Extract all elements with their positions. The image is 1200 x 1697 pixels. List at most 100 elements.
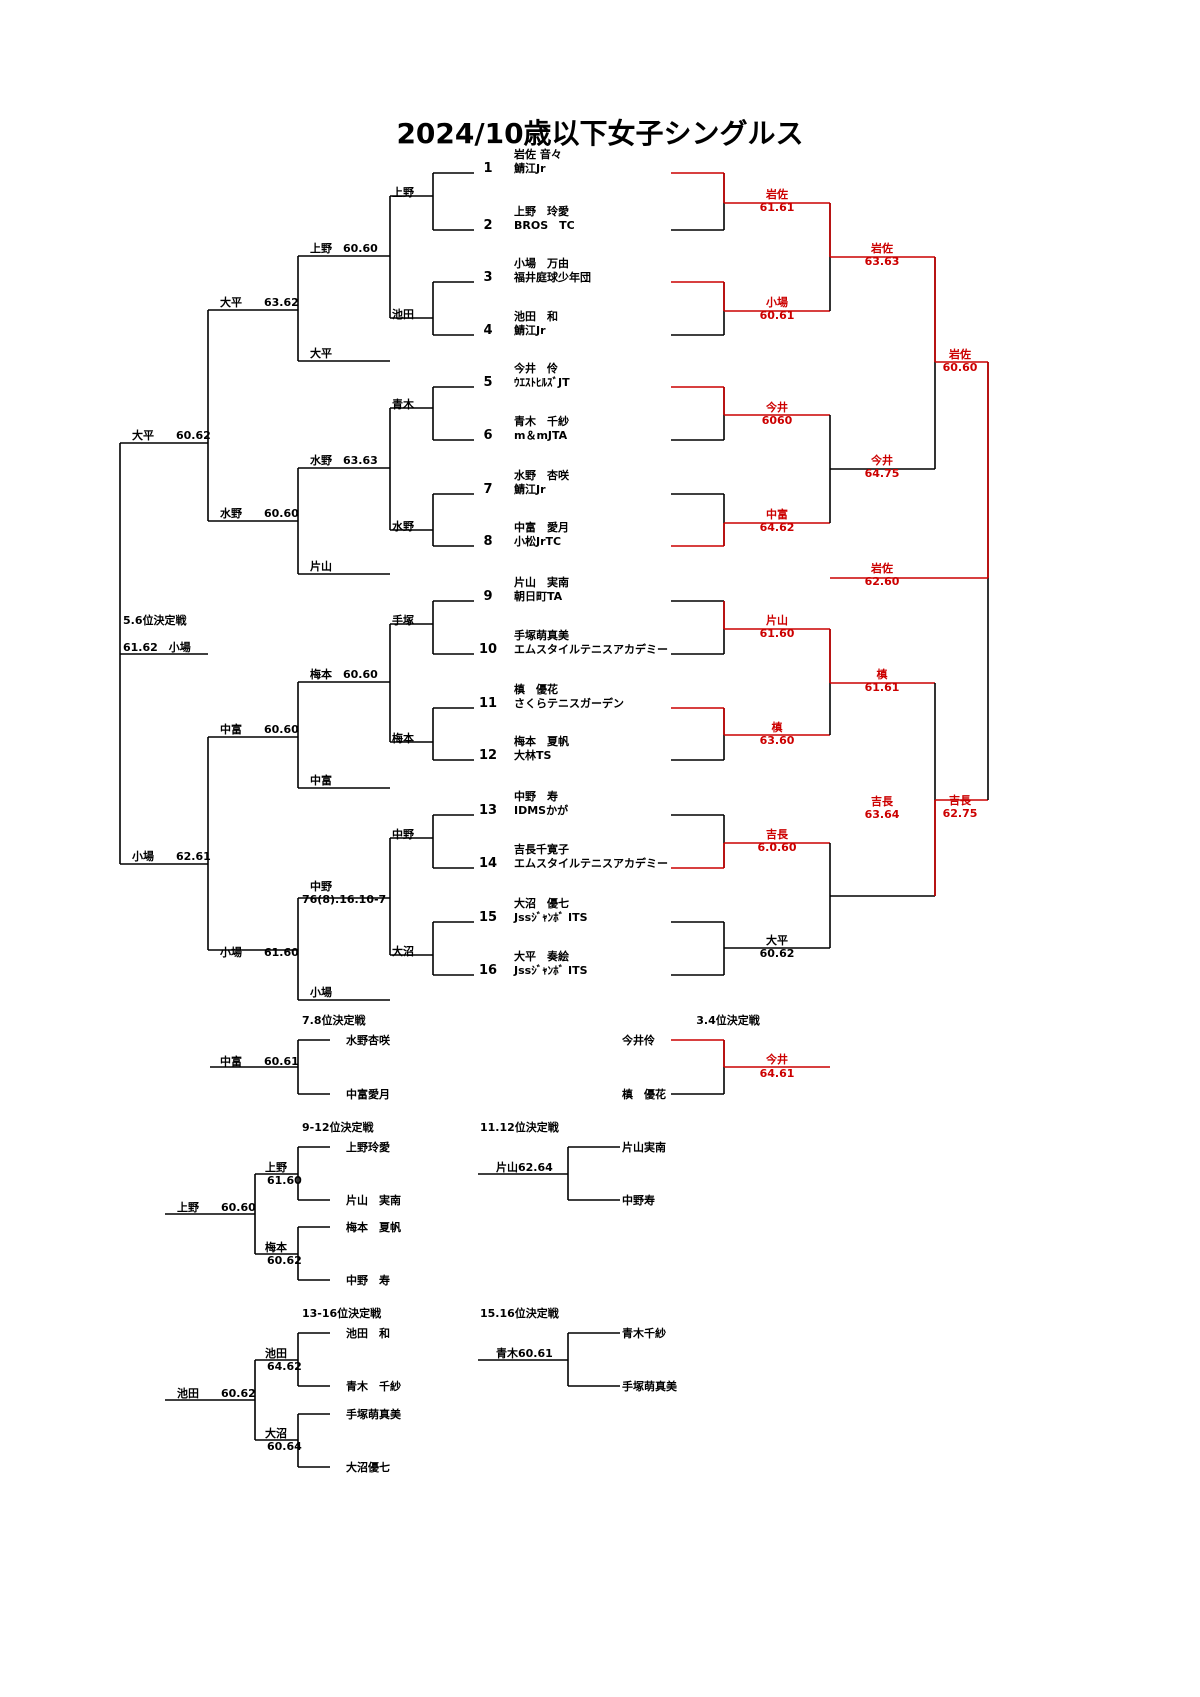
seed-number: 2 — [483, 218, 492, 233]
playoff-label: 池田 和 — [346, 1326, 390, 1340]
player-name: 梅本 夏帆 — [514, 734, 569, 748]
right-bracket-label: 岩佐 — [948, 347, 971, 361]
playoff-label: 上野玲愛 — [346, 1140, 390, 1154]
playoff-label: 中富愛月 — [346, 1087, 390, 1101]
left-bracket-label: 梅本 60.60 — [310, 667, 378, 681]
right-bracket-label: 61.60 — [760, 627, 795, 640]
seed-number: 16 — [479, 963, 497, 978]
player-club: 福井庭球少年団 — [513, 270, 591, 284]
right-bracket-label: 岩佐 — [870, 241, 893, 255]
right-bracket-label: 吉長 — [871, 794, 894, 808]
player-club: BROS TC — [514, 219, 575, 232]
right-bracket-label: 大平 — [766, 933, 788, 947]
playoff-label: 13-16位決定戦 — [302, 1306, 382, 1320]
seed-number: 12 — [479, 748, 497, 763]
right-bracket-label: 62.60 — [865, 575, 900, 588]
playoff-label: 青木 千紗 — [346, 1379, 401, 1393]
player-club: 鯖江Jr — [513, 323, 546, 337]
left-bracket-label: 上野 60.60 — [310, 241, 378, 255]
left-bracket-label: 小場 61.60 — [219, 945, 299, 959]
right-bracket-label: 64.75 — [865, 467, 900, 480]
left-bracket-label: 片山 — [310, 559, 332, 573]
left-bracket-label: 中富 60.60 — [220, 722, 299, 736]
playoff-label: 青木60.61 — [496, 1346, 553, 1360]
player-club: 小松JrTC — [513, 534, 561, 548]
seed-number: 5 — [483, 375, 492, 390]
player-name: 片山 実南 — [514, 575, 569, 589]
left-bracket-label: 76(8).16.10-7 — [302, 893, 386, 906]
right-bracket-label: 60.60 — [943, 361, 978, 374]
player-name: 岩佐 音々 — [513, 147, 562, 161]
left-bracket-label: 小場 62.61 — [131, 849, 211, 863]
playoff-label: 片山実南 — [622, 1140, 666, 1154]
right-bracket-label: 61.61 — [760, 201, 795, 214]
playoff-label: 3.4位決定戦 — [696, 1013, 760, 1027]
left-bracket-label: 大平 60.62 — [132, 428, 211, 442]
right-bracket-label: 6.0.60 — [758, 841, 797, 854]
playoff-label: 15.16位決定戦 — [480, 1306, 560, 1320]
player-club: m＆mJTA — [514, 429, 568, 442]
right-bracket-label: 小場 — [765, 295, 788, 309]
seed-number: 8 — [483, 534, 492, 549]
left-bracket-label: 大沼 — [392, 944, 414, 958]
playoff-label: 今井伶 — [621, 1033, 655, 1047]
playoff-label: 梅本 夏帆 — [346, 1220, 401, 1234]
left-bracket-label: 大平 63.62 — [220, 295, 299, 309]
left-bracket-label: 梅本 — [392, 731, 414, 745]
playoff-label: 64.61 — [760, 1067, 795, 1080]
player-club: エムスタイルテニスアカデミー — [514, 856, 668, 870]
player-name: 吉長千寛子 — [514, 842, 569, 856]
player-club: さくらテニスガーデン — [514, 696, 624, 710]
right-bracket-label: 片山 — [766, 613, 788, 627]
seed-number: 3 — [483, 270, 492, 285]
left-bracket-label: 水野 63.63 — [310, 453, 378, 467]
left-bracket-label: 5.6位決定戦 — [123, 613, 187, 627]
player-name: 青木 千紗 — [514, 414, 569, 428]
playoff-label: 61.60 — [267, 1174, 302, 1187]
seed-number: 9 — [483, 589, 492, 604]
right-bracket-label: 吉長 — [766, 827, 789, 841]
playoff-label: 中富 60.61 — [220, 1054, 299, 1068]
playoff-label: 大沼優七 — [346, 1460, 390, 1474]
player-name: 池田 和 — [514, 309, 558, 323]
player-name: 大沼 優七 — [514, 896, 569, 910]
left-bracket-label: 大平 — [310, 346, 332, 360]
player-name: 中富 愛月 — [514, 520, 569, 534]
right-bracket-label: 槙 — [772, 720, 783, 734]
playoff-label: 手塚萌真美 — [346, 1407, 402, 1421]
right-bracket-label: 岩佐 — [870, 561, 893, 575]
player-name: 槙 優花 — [514, 682, 558, 696]
left-bracket-label: 中野 — [392, 827, 414, 841]
left-bracket-label: 水野 60.60 — [220, 506, 299, 520]
playoff-label: 槙 優花 — [622, 1087, 666, 1101]
right-bracket-label: 64.62 — [760, 521, 795, 534]
seed-number: 7 — [483, 482, 492, 497]
playoff-label: 11.12位決定戦 — [480, 1120, 560, 1134]
page-title: 2024/10歳以下女子シングルス — [396, 117, 804, 150]
right-bracket-label: 63.63 — [865, 255, 900, 268]
seed-number: 14 — [479, 856, 497, 871]
player-name: 上野 玲愛 — [514, 204, 569, 218]
player-name: 中野 寿 — [514, 789, 558, 803]
player-name: 水野 杏咲 — [514, 468, 570, 482]
playoff-label: 64.62 — [267, 1360, 302, 1373]
right-bracket-label: 63.60 — [760, 734, 795, 747]
right-bracket-label: 60.62 — [760, 947, 795, 960]
left-bracket-label: 池田 — [392, 307, 414, 321]
playoff-label: 上野 60.60 — [177, 1200, 256, 1214]
right-bracket-label: 60.61 — [760, 309, 795, 322]
playoff-label: 60.62 — [267, 1254, 302, 1267]
seed-number: 1 — [483, 161, 492, 176]
left-bracket-label: 上野 — [392, 185, 414, 199]
player-name: 手塚萌真美 — [514, 628, 570, 642]
left-bracket-label: 水野 — [392, 519, 414, 533]
player-name: 今井 伶 — [513, 361, 558, 375]
playoff-label: 大沼 — [265, 1426, 287, 1440]
left-bracket-label: 61.62 小場 — [123, 640, 191, 654]
right-bracket-label: 62.75 — [943, 807, 978, 820]
player-club: Jssｼﾞｬﾝﾎﾞ ITS — [513, 910, 588, 924]
playoff-label: 手塚萌真美 — [622, 1379, 678, 1393]
right-bracket-label: 63.64 — [865, 808, 900, 821]
playoff-label: 片山62.64 — [496, 1160, 553, 1174]
player-club: エムスタイルテニスアカデミー — [514, 642, 668, 656]
